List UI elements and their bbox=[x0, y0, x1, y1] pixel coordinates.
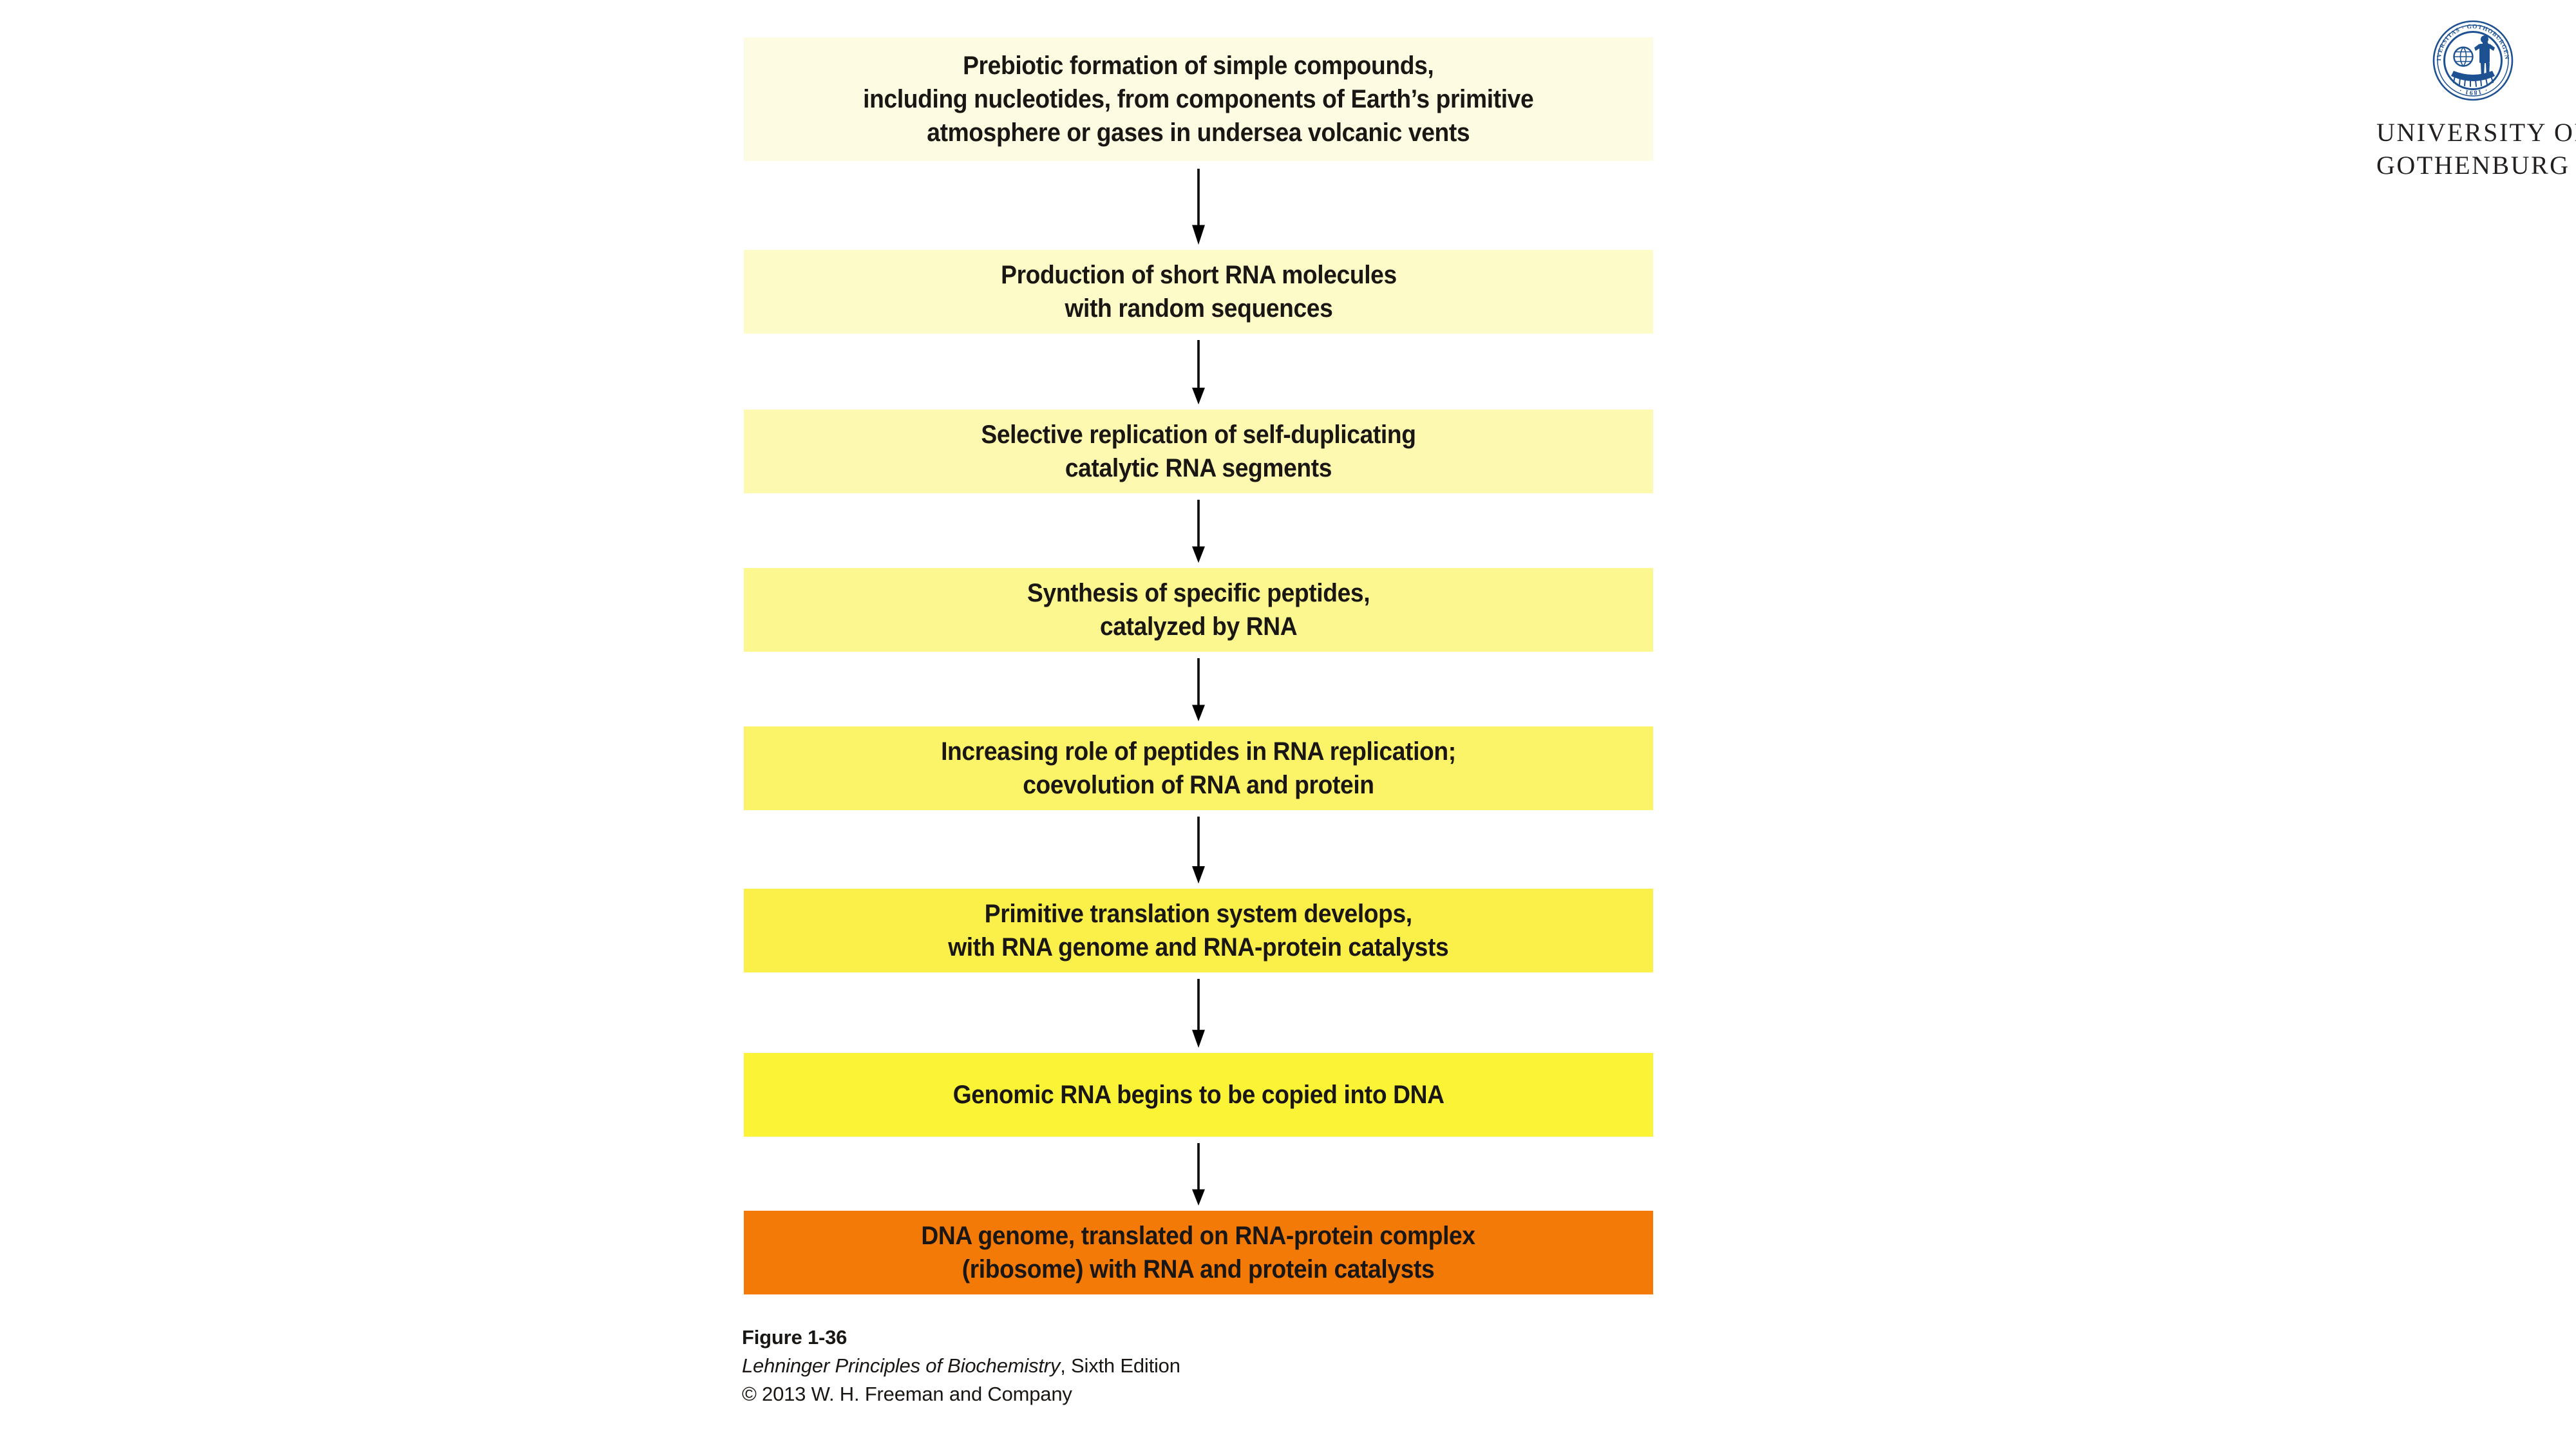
flow-arrow-5-6 bbox=[1186, 817, 1211, 884]
flow-arrow-4-5 bbox=[1186, 658, 1211, 721]
logo-wordmark-line-2: GOTHENBURG bbox=[2376, 151, 2570, 180]
university-seal-icon: UNIVERSITAS · GOTHOBURGENSIS · 1891 · bbox=[2432, 19, 2514, 101]
flow-arrow-2-3 bbox=[1186, 340, 1211, 404]
svg-text:· 1891 ·: · 1891 · bbox=[2458, 86, 2488, 96]
flow-step-2-label: Production of short RNA molecules with r… bbox=[1000, 261, 1397, 323]
logo-wordmark-line-1: UNIVERSITY OF bbox=[2376, 118, 2576, 147]
flow-step-3-label: Selective replication of self-duplicatin… bbox=[981, 421, 1416, 482]
flow-step-5: Increasing role of peptides in RNA repli… bbox=[744, 726, 1653, 810]
flow-arrow-1-2 bbox=[1186, 169, 1211, 245]
caption-source-edition: , Sixth Edition bbox=[1060, 1354, 1180, 1378]
flow-step-1: Prebiotic formation of simple compounds,… bbox=[744, 37, 1653, 161]
svg-text:UNIVERSITAS · GOTHOBURGENSIS: UNIVERSITAS · GOTHOBURGENSIS bbox=[2432, 19, 2510, 61]
flow-step-7: Genomic RNA begins to be copied into DNA bbox=[744, 1053, 1653, 1137]
flow-step-7-label: Genomic RNA begins to be copied into DNA bbox=[952, 1081, 1444, 1109]
caption-copyright: © 2013 W. H. Freeman and Company bbox=[742, 1383, 1072, 1406]
flow-step-6-label: Primitive translation system develops, w… bbox=[948, 900, 1449, 961]
university-logo: UNIVERSITAS · GOTHOBURGENSIS · 1891 · bbox=[2376, 19, 2576, 182]
flow-step-1-label: Prebiotic formation of simple compounds,… bbox=[863, 52, 1534, 147]
flow-step-4: Synthesis of specific peptides, catalyze… bbox=[744, 568, 1653, 652]
flow-arrow-3-4 bbox=[1186, 500, 1211, 563]
flow-step-5-label: Increasing role of peptides in RNA repli… bbox=[941, 737, 1456, 799]
figure-caption: Figure 1-36 Lehninger Principles of Bioc… bbox=[742, 1323, 1643, 1408]
flow-step-2: Production of short RNA molecules with r… bbox=[744, 250, 1653, 334]
flow-step-3: Selective replication of self-duplicatin… bbox=[744, 410, 1653, 493]
caption-figure-number: Figure 1-36 bbox=[742, 1326, 848, 1349]
flow-step-4-label: Synthesis of specific peptides, catalyze… bbox=[1027, 579, 1370, 641]
flow-arrow-6-7 bbox=[1186, 979, 1211, 1048]
caption-source: Lehninger Principles of Biochemistry, Si… bbox=[742, 1352, 1643, 1380]
flowchart: Prebiotic formation of simple compounds,… bbox=[744, 0, 1653, 1294]
flow-arrow-7-8 bbox=[1186, 1143, 1211, 1206]
flow-step-6: Primitive translation system develops, w… bbox=[744, 889, 1653, 972]
flow-step-8-label: DNA genome, translated on RNA-protein co… bbox=[921, 1222, 1476, 1283]
flow-step-8: DNA genome, translated on RNA-protein co… bbox=[744, 1211, 1653, 1294]
caption-source-title: Lehninger Principles of Biochemistry bbox=[742, 1354, 1061, 1378]
